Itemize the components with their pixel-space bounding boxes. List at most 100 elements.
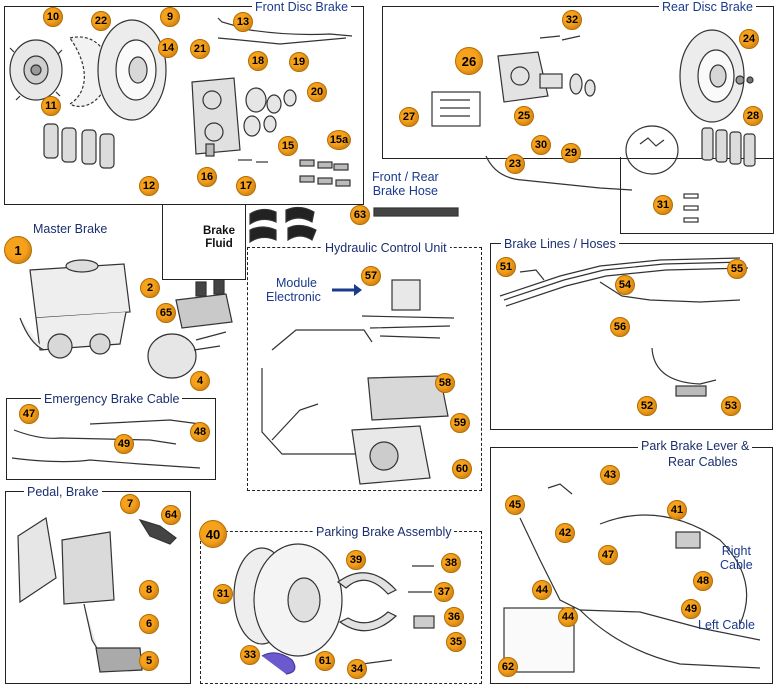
part-badge-12[interactable]: 12 [139,176,159,196]
brake-lines-art [499,257,749,397]
pad-hardware-art [299,159,351,187]
part-badge-42[interactable]: 42 [555,523,575,543]
part-badge-31-parking[interactable]: 31 [213,584,233,604]
part-badge-11[interactable]: 11 [41,96,61,116]
part-badge-7[interactable]: 7 [120,494,140,514]
parking-brake-hardware-art [261,565,435,675]
part-badge-23[interactable]: 23 [505,154,525,174]
part-badge-60[interactable]: 60 [452,459,472,479]
front-rear-hose-label: Front / Rear Brake Hose [372,170,439,198]
part-badge-32[interactable]: 32 [562,10,582,30]
part-badge-9[interactable]: 9 [160,7,180,27]
slide-pins-art [205,143,268,163]
panel-park-brake-lever [490,447,773,684]
part-badge-63[interactable]: 63 [350,205,370,225]
front-hose-art [217,17,353,45]
part-badge-65[interactable]: 65 [156,303,176,323]
part-badge-16[interactable]: 16 [197,167,217,187]
part-badge-40[interactable]: 40 [199,520,227,548]
part-badge-55[interactable]: 55 [727,259,747,279]
part-badge-36[interactable]: 36 [444,607,464,627]
part-badge-18[interactable]: 18 [248,51,268,71]
part-badge-27[interactable]: 27 [399,107,419,127]
part-badge-56[interactable]: 56 [610,317,630,337]
part-badge-17[interactable]: 17 [236,176,256,196]
dust-shield-art [68,36,110,108]
part-badge-2[interactable]: 2 [140,278,160,298]
part-badge-28[interactable]: 28 [743,106,763,126]
part-badge-44-upper[interactable]: 44 [532,580,552,600]
pedal-art [17,517,177,673]
part-badge-8[interactable]: 8 [139,580,159,600]
part-badge-15[interactable]: 15 [278,136,298,156]
part-badge-15a[interactable]: 15a [327,130,351,150]
part-badge-35[interactable]: 35 [446,632,466,652]
part-badge-51[interactable]: 51 [496,257,516,277]
part-badge-6[interactable]: 6 [139,614,159,634]
left-cable-label: Left Cable [698,618,755,632]
hcu-module-art [361,279,455,339]
rear-caliper-art [497,51,596,103]
part-badge-34[interactable]: 34 [347,659,367,679]
part-badge-14[interactable]: 14 [158,38,178,58]
rear-pads-art [701,127,756,167]
title-parking-brake-assembly: Parking Brake Assembly [313,525,455,539]
part-badge-22[interactable]: 22 [91,11,111,31]
part-badge-58[interactable]: 58 [435,373,455,393]
part-badge-24[interactable]: 24 [739,29,759,49]
brake-pad-set-art [249,206,317,244]
part-badge-53[interactable]: 53 [721,396,741,416]
part-badge-1[interactable]: 1 [4,236,32,264]
part-badge-47-emergency[interactable]: 47 [19,404,39,424]
parking-brake-shoes-art [336,572,398,632]
part-badge-33[interactable]: 33 [240,645,260,665]
part-badge-25[interactable]: 25 [514,106,534,126]
part-badge-5[interactable]: 5 [139,651,159,671]
booster-art [147,331,227,379]
part-badge-29[interactable]: 29 [561,143,581,163]
part-badge-47-lever[interactable]: 47 [598,545,618,565]
front-pads-art [43,123,115,169]
part-badge-57[interactable]: 57 [361,266,381,286]
part-badge-49-emergency[interactable]: 49 [114,434,134,454]
front-rotor-art [97,19,167,121]
part-badge-10[interactable]: 10 [43,7,63,27]
part-badge-62[interactable]: 62 [498,657,518,677]
part-badge-13[interactable]: 13 [233,12,253,32]
title-park-brake-lever-line2: Rear Cables [668,455,738,469]
part-badge-45[interactable]: 45 [505,495,525,515]
part-badge-59[interactable]: 59 [450,413,470,433]
part-badge-38[interactable]: 38 [441,553,461,573]
title-brake-lines-hoses: Brake Lines / Hoses [501,237,619,251]
part-badge-49-lever[interactable]: 49 [681,599,701,619]
part-badge-52[interactable]: 52 [637,396,657,416]
part-badge-39[interactable]: 39 [346,550,366,570]
rear-hose-art [485,155,633,191]
part-badge-31-rear[interactable]: 31 [653,195,673,215]
part-badge-54[interactable]: 54 [615,275,635,295]
hcu-lines-art [261,329,373,455]
part-badge-41[interactable]: 41 [667,500,687,520]
part-badge-44-lower[interactable]: 44 [558,607,578,627]
part-badge-21[interactable]: 21 [190,39,210,59]
right-cable-label: Right Cable [720,544,753,572]
part-badge-30[interactable]: 30 [531,135,551,155]
part-badge-20[interactable]: 20 [307,82,327,102]
part-badge-48-emergency[interactable]: 48 [190,422,210,442]
part-badge-61[interactable]: 61 [315,651,335,671]
title-rear-disc-brake: Rear Disc Brake [659,0,756,14]
part-badge-37[interactable]: 37 [434,582,454,602]
hcu-pump-art [351,375,449,485]
rear-rotor-art [679,29,754,123]
part-badge-64[interactable]: 64 [161,505,181,525]
part-badge-48-lever[interactable]: 48 [693,571,713,591]
part-badge-43[interactable]: 43 [600,465,620,485]
part-badge-26[interactable]: 26 [455,47,483,75]
module-electronic-label: Module Electronic [266,276,321,304]
title-master-brake: Master Brake [33,222,108,236]
part-badge-19[interactable]: 19 [289,52,309,72]
title-park-brake-lever-line1: Park Brake Lever & [638,439,753,453]
part-badge-4[interactable]: 4 [190,371,210,391]
